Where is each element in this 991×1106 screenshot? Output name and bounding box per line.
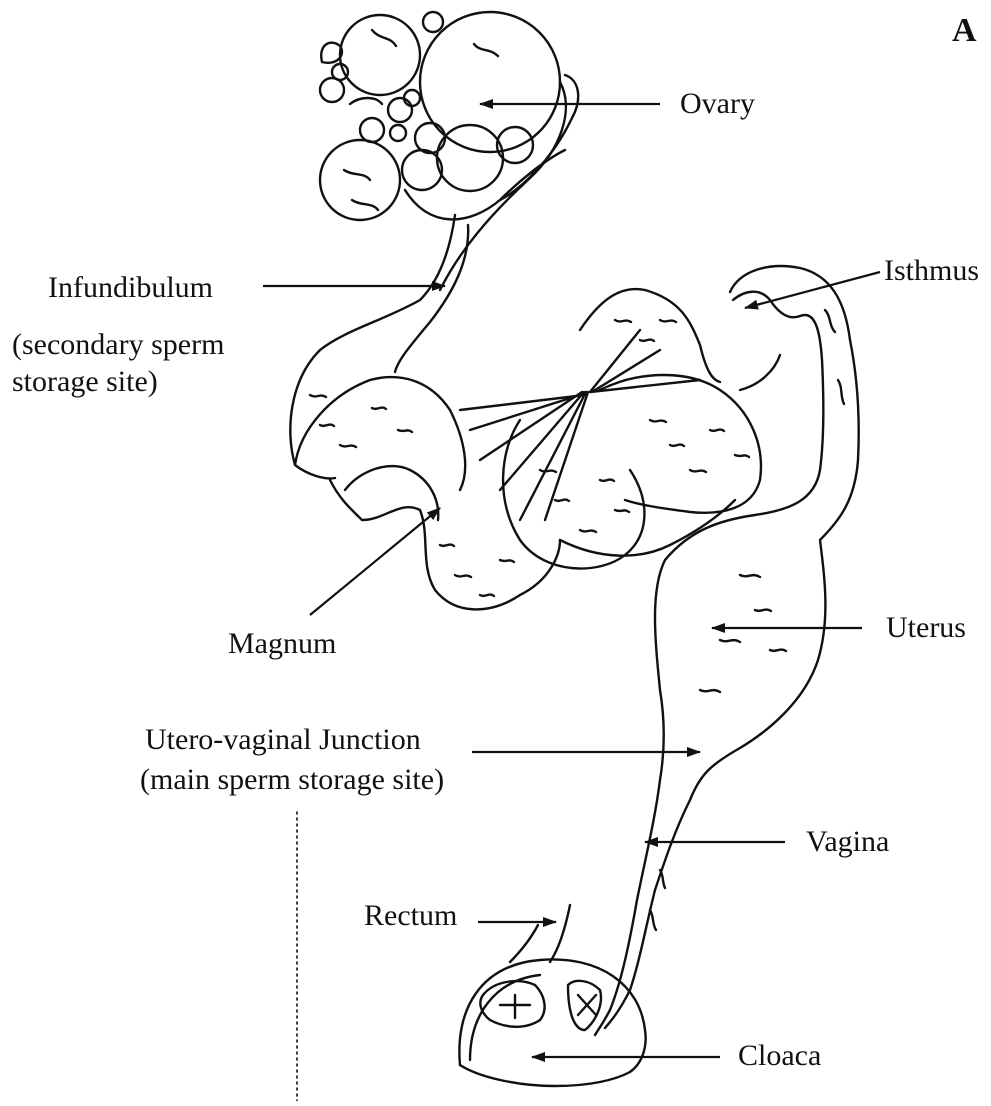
isthmus-uterus-vagina-drawing bbox=[595, 266, 859, 1035]
isthmus-arrow bbox=[745, 272, 880, 308]
cloaca-label: Cloaca bbox=[738, 1038, 821, 1074]
rectum-cloaca-drawing bbox=[459, 905, 645, 1086]
ovary-label: Ovary bbox=[680, 86, 755, 122]
uterus-label: Uterus bbox=[886, 610, 966, 646]
isthmus-label: Isthmus bbox=[884, 253, 979, 289]
magnum-label: Magnum bbox=[228, 626, 336, 662]
magnum-arrow bbox=[310, 508, 440, 615]
infundibulum-note-line2: storage site) bbox=[12, 364, 158, 400]
panel-label: A bbox=[952, 12, 977, 50]
uvj-label-line1: Utero-vaginal Junction bbox=[145, 722, 421, 758]
uvj-label-line2: (main sperm storage site) bbox=[140, 762, 444, 798]
infundibulum-label: Infundibulum bbox=[48, 270, 213, 306]
infundibulum-note-line1: (secondary sperm bbox=[12, 327, 224, 363]
rectum-label: Rectum bbox=[364, 898, 457, 934]
vagina-label: Vagina bbox=[806, 824, 889, 860]
ovary-drawing bbox=[320, 12, 578, 220]
infundibulum-magnum-drawing bbox=[290, 82, 780, 609]
